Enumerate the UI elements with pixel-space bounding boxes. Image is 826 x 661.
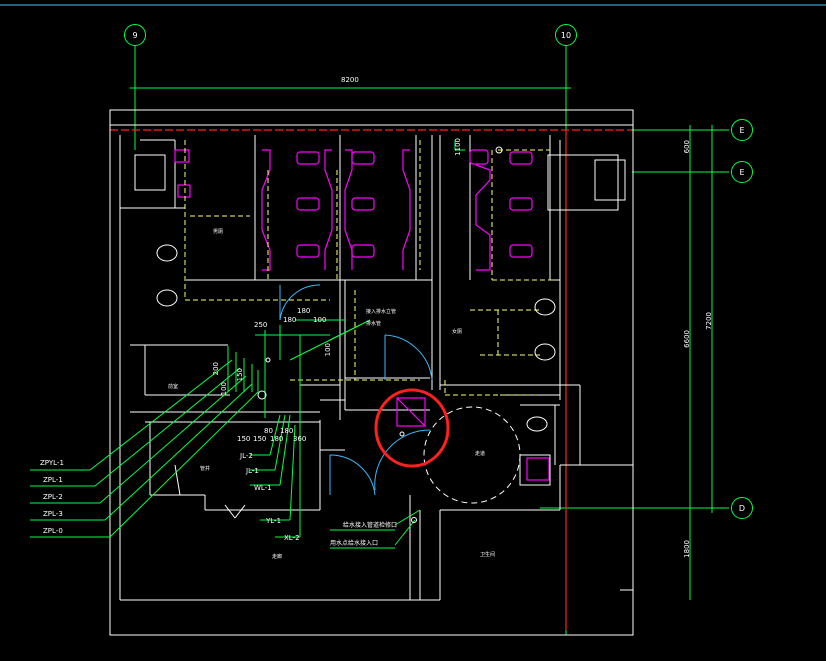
dim-right-600: 600 — [683, 140, 691, 154]
tag-zpl-2: ZPL-2 — [43, 493, 63, 501]
note-2: 排水管 — [366, 321, 382, 327]
dim-pipe-180c: 180 — [280, 427, 294, 435]
water-lines — [184, 140, 555, 396]
turning-circle — [423, 406, 521, 504]
tag-jl-2: JL-2 — [240, 452, 253, 460]
note-1: 接入排水立管 — [366, 309, 397, 315]
tag-zpl-1: ZPL-1 — [43, 476, 63, 484]
axis-bubble-9: 9 — [124, 24, 146, 46]
basins — [156, 244, 556, 432]
tag-xl-2: XL-2 — [284, 534, 300, 542]
tag-zpl-0: ZPL-0 — [43, 527, 63, 535]
dim-right-7200: 7200 — [705, 312, 713, 330]
axis-bubble-e2: E — [731, 161, 753, 183]
room-label-1: 男厕 — [213, 229, 224, 235]
dim-pipe-100b: 100 — [324, 343, 332, 357]
dim-pipe-200: 200 — [212, 362, 220, 376]
fixtures — [174, 149, 550, 481]
axis-label-10: 10 — [560, 31, 572, 40]
dim-right-6600: 6600 — [683, 330, 691, 348]
pipe-markers — [257, 146, 503, 523]
room-label-5: 走道 — [475, 451, 486, 457]
axis-bubble-d: D — [731, 497, 753, 519]
dim-pipe-100c: 100 — [220, 382, 228, 396]
dim-pipe-250: 250 — [254, 321, 268, 329]
doors — [279, 284, 433, 496]
axis-lines — [130, 46, 729, 635]
axis-label-d: D — [738, 504, 746, 513]
room-label-6: 走廊 — [272, 554, 283, 560]
dim-pipe-1100: 1100 — [454, 138, 462, 156]
note-4: 用水点给水接入口 — [330, 540, 379, 547]
room-label-3: 前室 — [168, 384, 179, 390]
axis-bubble-e1: E — [731, 119, 753, 141]
tag-jl-1: JL-1 — [246, 467, 259, 475]
note-3: 给水接入管道检修口 — [343, 522, 398, 529]
leader-lines — [30, 140, 465, 549]
axis-label-9: 9 — [132, 31, 138, 40]
dim-bottom-150a: 150 — [237, 435, 251, 443]
dim-pipe-80: 80 — [264, 427, 273, 435]
tag-zpyl-1: ZPYL-1 — [40, 459, 64, 467]
room-label-7: 卫生间 — [480, 552, 496, 558]
dim-bottom-180: 180 — [270, 435, 284, 443]
axis-label-e2: E — [739, 168, 745, 177]
highlight-circle — [374, 388, 450, 468]
dim-top-span: 8200 — [341, 76, 359, 84]
dim-pipe-100a: 100 — [313, 316, 327, 324]
axis-bubble-10: 10 — [555, 24, 577, 46]
room-label-4: 管井 — [200, 466, 211, 472]
axis-label-e1: E — [739, 126, 745, 135]
tag-wl-1: WL-1 — [254, 484, 272, 492]
tag-zpl-3: ZPL-3 — [43, 510, 63, 518]
red-axis-lines — [110, 129, 632, 630]
dim-pipe-180a: 180 — [297, 307, 311, 315]
tag-yl-1: YL-1 — [266, 517, 282, 525]
dim-pipe-180b: 180 — [283, 316, 297, 324]
dim-bottom-150b: 150 — [253, 435, 267, 443]
dim-right-1800: 1800 — [683, 540, 691, 558]
dim-pipe-150v: 150 — [236, 368, 244, 382]
room-label-2: 女厕 — [452, 329, 463, 335]
walls — [109, 109, 634, 636]
dim-bottom-360: 360 — [293, 435, 307, 443]
